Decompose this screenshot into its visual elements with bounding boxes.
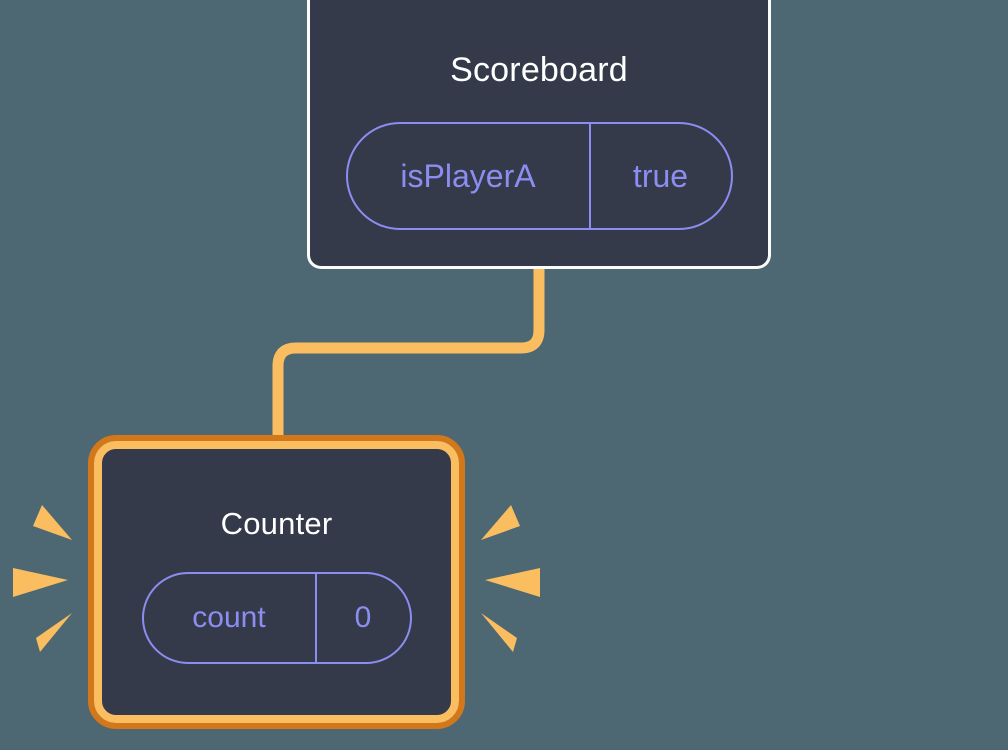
state-variable-pill-count[interactable]: count 0 xyxy=(141,572,412,664)
node-counter[interactable]: Counter count 0 xyxy=(94,441,459,723)
highlight-burst-right xyxy=(463,480,553,680)
node-counter-title: Counter xyxy=(220,506,333,541)
state-variable-name: count xyxy=(144,574,317,662)
node-scoreboard[interactable]: Scoreboard isPlayerA true xyxy=(307,0,771,269)
state-variable-value: true xyxy=(632,158,689,194)
state-variable-pill-isplayera[interactable]: isPlayerA true xyxy=(345,122,733,230)
state-variable-value: 0 xyxy=(354,601,372,634)
state-variable-name: isPlayerA xyxy=(348,124,591,228)
burst-wedges-right-icon xyxy=(481,505,540,652)
burst-wedges-left-icon xyxy=(13,505,72,652)
highlight-burst-left xyxy=(0,480,90,680)
edge-scoreboard-to-counter xyxy=(272,266,545,452)
node-scoreboard-title: Scoreboard xyxy=(450,51,628,89)
node-counter-highlight-ring: Counter count 0 xyxy=(88,435,465,729)
